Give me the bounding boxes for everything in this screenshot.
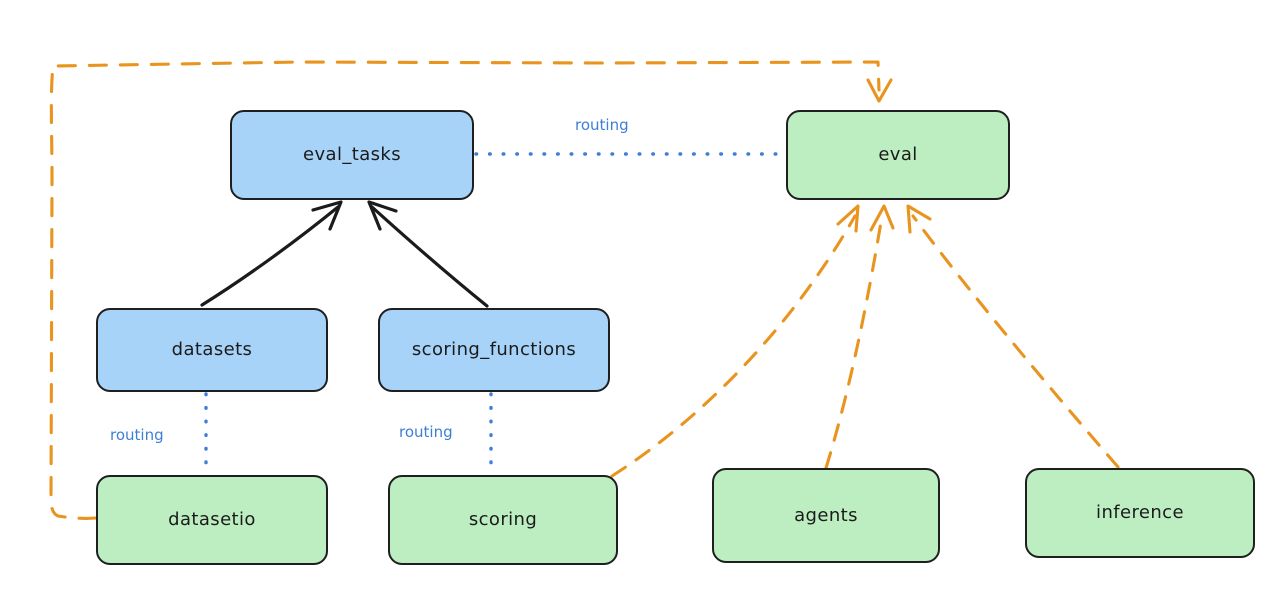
edge-label-routing-datasets: routing xyxy=(110,426,164,444)
edge-scoring_functions-eval_tasks xyxy=(370,205,489,308)
node-scoring-functions[interactable]: scoring_functions xyxy=(378,308,610,392)
node-label: datasets xyxy=(171,339,253,360)
edge-inference-eval-arrowhead xyxy=(906,204,932,234)
edge-scoring_functions-eval_tasks-arrowhead xyxy=(367,200,398,231)
node-datasetio[interactable]: datasetio xyxy=(96,475,328,565)
edge-scoring-eval-arrowhead xyxy=(836,204,860,233)
edge-datasets-eval_tasks xyxy=(200,205,340,307)
node-label: datasetio xyxy=(168,509,256,530)
node-label: scoring xyxy=(468,509,538,530)
edge-agents-eval xyxy=(824,214,884,470)
edge-datasets-eval_tasks-arrowhead xyxy=(311,200,343,231)
edge-datasetio-eval-arrowhead xyxy=(866,78,893,103)
edge-label-routing-scoring-functions: routing xyxy=(399,423,453,441)
edge-agents-eval-arrowhead xyxy=(869,204,895,232)
node-eval-tasks[interactable]: eval_tasks xyxy=(230,110,474,200)
node-agents[interactable]: agents xyxy=(712,468,940,563)
node-datasets[interactable]: datasets xyxy=(96,308,328,392)
node-inference[interactable]: inference xyxy=(1025,468,1255,558)
node-label: agents xyxy=(794,504,858,526)
node-eval[interactable]: eval xyxy=(786,110,1010,200)
node-label: scoring_functions xyxy=(411,339,577,360)
node-scoring[interactable]: scoring xyxy=(388,475,618,565)
node-label: eval xyxy=(878,144,918,165)
edge-inference-eval xyxy=(911,214,1120,469)
edge-label-routing-eval-tasks: routing xyxy=(575,116,629,134)
node-label: eval_tasks xyxy=(302,144,402,165)
node-label: inference xyxy=(1096,502,1184,523)
edge-scoring-eval xyxy=(610,214,857,478)
